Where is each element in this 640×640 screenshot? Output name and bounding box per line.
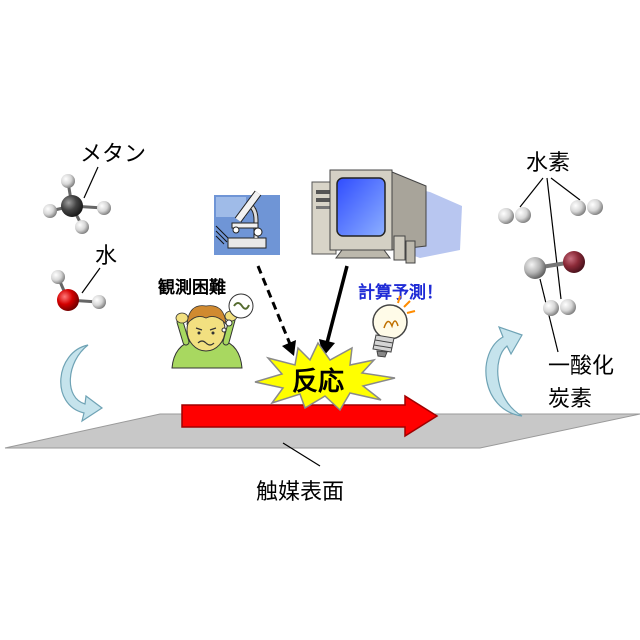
computer-icon	[311, 169, 462, 264]
hydrogen-atom	[43, 204, 57, 218]
reaction-burst	[254, 341, 396, 412]
carbon-monoxide-label-line1: 一酸化	[548, 354, 614, 379]
methane-label: メタン	[80, 142, 146, 167]
hydrogen-pointer-left	[519, 177, 544, 208]
prediction-solid-arrow	[325, 265, 349, 344]
hydrogen-molecule	[570, 199, 603, 216]
catalyst-surface-label: 触媒表面	[256, 480, 344, 505]
computational-prediction-label: 計算予測！	[358, 282, 443, 303]
hydrogen-pointer-right	[550, 177, 581, 201]
adsorption-curved-arrow	[60, 344, 104, 423]
microscope-icon	[214, 190, 280, 255]
observation-difficult-label: 観測困難	[158, 277, 226, 298]
hydrogen-molecule	[498, 207, 531, 224]
hydrogen-atom	[61, 174, 75, 188]
carbon-monoxide-molecule	[524, 251, 585, 279]
hydrogen-atom	[75, 220, 89, 234]
hydrogen-pointer-lower	[546, 177, 562, 300]
methane-molecule	[43, 174, 111, 234]
oxygen-atom	[563, 251, 585, 273]
carbon-atom	[61, 195, 83, 217]
reaction-label: 反応	[292, 366, 344, 397]
desorption-curved-arrow	[485, 326, 523, 417]
methane-pointer	[83, 166, 99, 199]
worried-person-icon	[171, 293, 254, 369]
water-pointer	[81, 267, 101, 294]
oxygen-atom	[57, 289, 79, 311]
catalyst-surface	[4, 413, 640, 449]
carbon-monoxide-label-line2: 炭素	[548, 387, 592, 412]
lightbulb-icon	[372, 295, 416, 358]
hydrogen-atom	[97, 201, 111, 215]
reaction-progress-arrow	[181, 394, 439, 438]
water-molecule	[51, 270, 106, 311]
catalyst-surface-pointer	[282, 442, 321, 467]
observation-arrowhead	[282, 340, 296, 356]
hydrogen-atom	[92, 295, 106, 309]
water-label: 水	[95, 244, 117, 269]
hydrogen-atom	[51, 270, 65, 284]
hydrogen-label: 水素	[526, 151, 570, 176]
observation-dashed-arrow	[256, 265, 292, 345]
carbon-atom	[524, 257, 546, 279]
hydrogen-molecule	[543, 299, 576, 316]
